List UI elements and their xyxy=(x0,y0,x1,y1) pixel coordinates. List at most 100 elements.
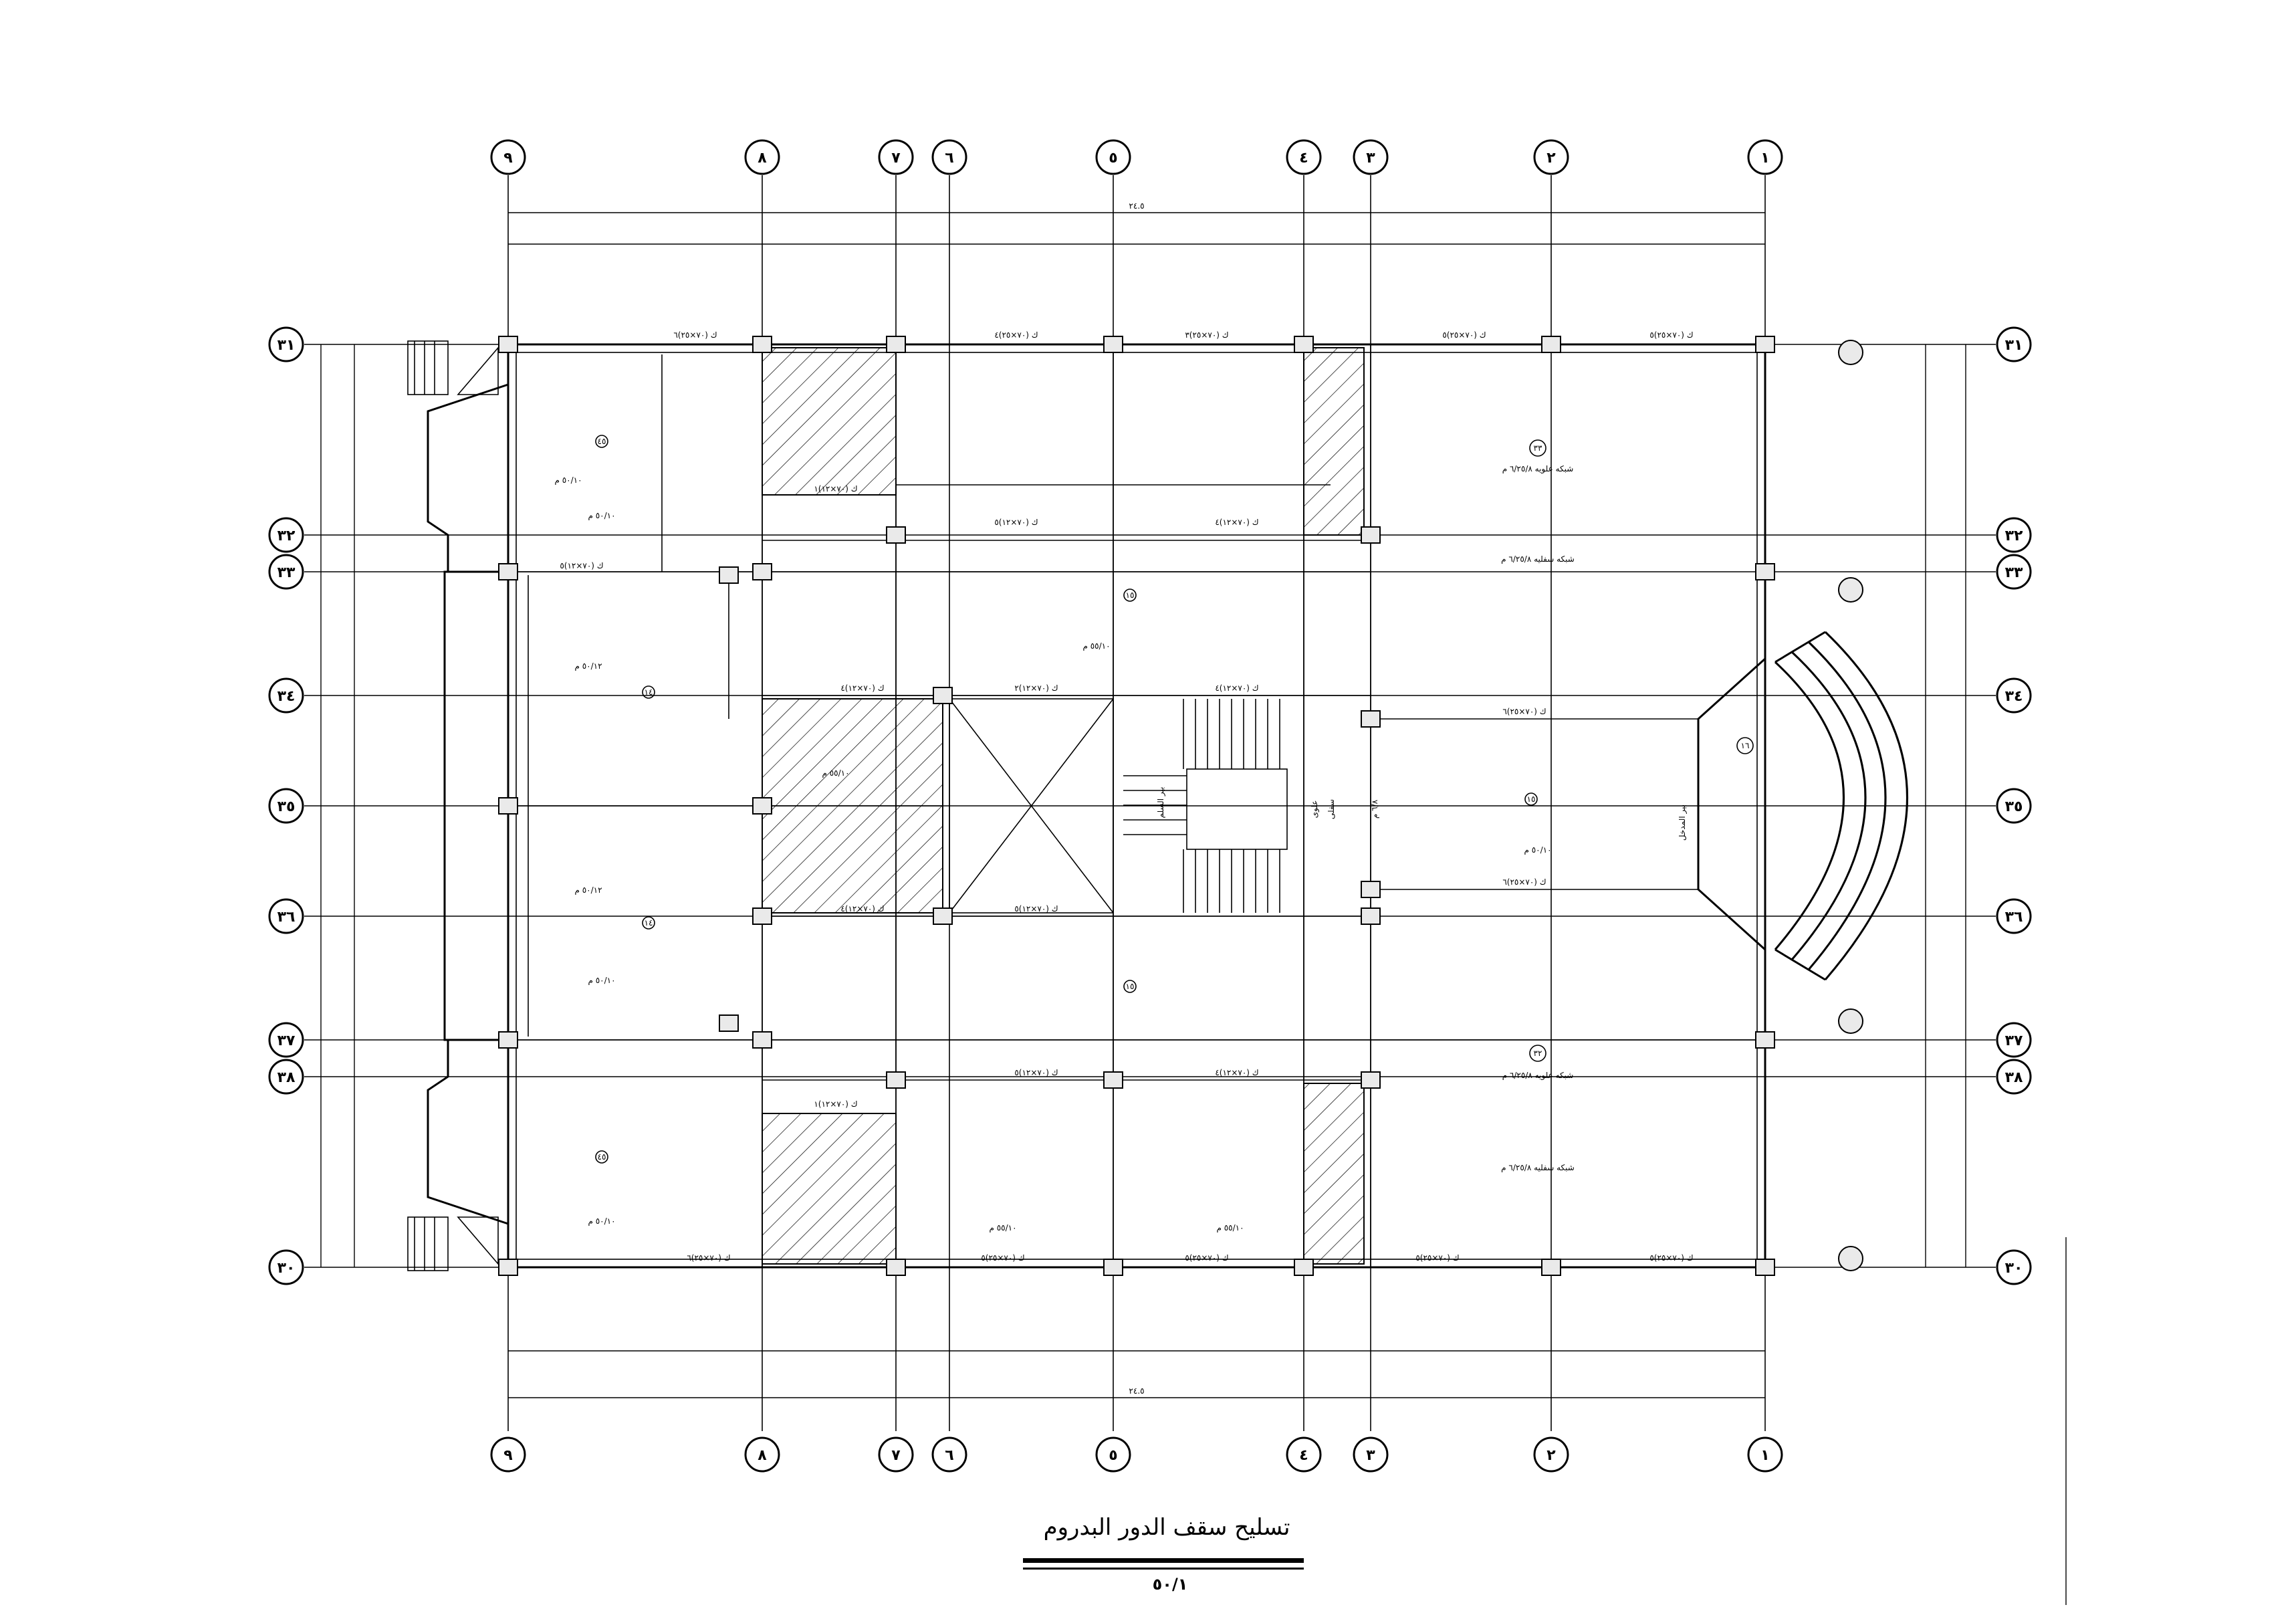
beam-label: ك (٧٠×١٢)٢ xyxy=(1014,683,1058,693)
grid-label: ٣٠ xyxy=(2005,1260,2023,1277)
column xyxy=(1755,1031,1775,1049)
grid-bubble xyxy=(1996,1022,2032,1058)
grid-label: ٧ xyxy=(891,150,901,167)
dimension-lines: ٢٤.٥ ٢٤.٥ xyxy=(320,201,1966,1398)
beam-label: ك (٧٠×١٢)٥ xyxy=(1014,1068,1058,1077)
beam-label: ك (٧٠×١٢)٤ xyxy=(1215,1068,1258,1077)
grid-label: ٤ xyxy=(1299,150,1308,167)
grid-bubble xyxy=(1353,139,1389,175)
hatched-areas xyxy=(762,347,1365,1265)
drawing-title: تسليح سقف الدور البدروم xyxy=(1043,1514,1290,1541)
panel-mark: ١٥ xyxy=(1527,794,1536,804)
panel-mark: ١٥ xyxy=(1126,591,1135,600)
column xyxy=(1361,710,1381,728)
grid-label: ٣٢ xyxy=(2005,528,2023,544)
beam-label: ك (٧٠×٢٥)٥ xyxy=(981,1253,1024,1263)
grid-label: ٢ xyxy=(1546,1447,1556,1464)
column xyxy=(886,526,906,544)
column xyxy=(752,907,772,925)
slab-notes: شبكه علويه ٦/٢٥/٨ م شبكه سفليه ٦/٢٥/٨ م … xyxy=(554,464,1688,1232)
grid-bubble xyxy=(1996,517,2032,553)
grid-bubble xyxy=(268,517,304,553)
panel-mark: ١٤ xyxy=(645,918,653,928)
column xyxy=(719,566,739,584)
overall-dim-top: ٢٤.٥ xyxy=(1129,201,1144,211)
rebar-note: ٥٥/١٠ م xyxy=(822,768,849,778)
panel-mark: ٤٥ xyxy=(598,1152,606,1162)
grid-label: ٦ xyxy=(945,1447,953,1464)
rebar-note: ٥٠/١٢ م xyxy=(574,661,602,671)
grid-label: ٣٥ xyxy=(2005,798,2023,815)
beam-label: ك (٧٠×٢٥)٦ xyxy=(673,330,717,340)
grid-bubble xyxy=(268,1249,304,1285)
rebar-note: ٥٠/١٢ م xyxy=(574,885,602,895)
grid-bubble xyxy=(878,139,914,175)
grid-bubble xyxy=(1533,139,1569,175)
grid-label: ٣٧ xyxy=(2005,1033,2023,1049)
grid-label: ٣٢ xyxy=(277,528,296,544)
beam-label: ك (٧٠×١٢)٤ xyxy=(840,904,884,914)
mesh-top-note: شبكه علويه ٦/٢٥/٨ م xyxy=(1502,1071,1574,1081)
column xyxy=(498,1031,518,1049)
grid-label: ٣٧ xyxy=(277,1033,296,1049)
mesh-top-note: شبكه علويه ٦/٢٥/٨ م xyxy=(1502,464,1574,474)
grid-bubble xyxy=(1996,1249,2032,1285)
column xyxy=(752,336,772,353)
grid-bubble xyxy=(268,898,304,934)
panel-marks: ٤٥ ٣٣ ٣٢ ١٥ ١٤ ١٤ ١٥ ٤٥ ١٦ ١٥ xyxy=(595,435,1754,1164)
grid-label: ٢ xyxy=(1546,150,1556,167)
title-underline-thick xyxy=(1023,1558,1304,1563)
grid-bubble xyxy=(1996,677,2032,714)
grid-bubble xyxy=(1095,1436,1131,1473)
grid-label: ٣٣ xyxy=(277,564,296,581)
grid-label: ٨ xyxy=(758,150,767,167)
column xyxy=(933,687,953,704)
grid-label: ٦ xyxy=(945,150,953,167)
column xyxy=(719,1014,739,1032)
grid-bubble xyxy=(1996,326,2032,362)
entrance-note: بير المدخل xyxy=(1678,804,1688,841)
column xyxy=(886,1071,906,1089)
grid-bubble xyxy=(931,139,967,175)
panel-mark: ٣٢ xyxy=(1534,1049,1542,1058)
grid-bubble xyxy=(1353,1436,1389,1473)
column xyxy=(1755,336,1775,353)
grid-label: ٧ xyxy=(891,1447,901,1464)
column xyxy=(933,907,953,925)
grid-bubble xyxy=(490,1436,526,1473)
column xyxy=(886,1259,906,1276)
grid-bubble xyxy=(268,326,304,362)
grid-bubble xyxy=(490,139,526,175)
grid-bubble xyxy=(744,139,780,175)
grid-label: ٣٦ xyxy=(277,909,296,926)
beam-label: ك (٧٠×١٢)٥ xyxy=(994,518,1038,527)
grid-bubble xyxy=(1996,898,2032,934)
column xyxy=(1755,1259,1775,1276)
grid-bubble xyxy=(268,1022,304,1058)
grid-bubble xyxy=(268,554,304,590)
column xyxy=(886,336,906,353)
grid-label: ٤ xyxy=(1299,1447,1308,1464)
panel-mark: ١٥ xyxy=(1126,982,1135,991)
beam-label: ك (٧٠×٢٥)٥ xyxy=(1415,1253,1459,1263)
round-columns xyxy=(1838,340,1863,1271)
column xyxy=(498,1259,518,1276)
column xyxy=(752,1031,772,1049)
grid-label: ٩ xyxy=(503,1447,512,1464)
grid-label: ٣١ xyxy=(2005,337,2023,354)
rebar-note: ٥٥/١٠ م xyxy=(989,1223,1016,1232)
column xyxy=(1361,881,1381,898)
column xyxy=(1361,907,1381,925)
grid-label: ٣٨ xyxy=(277,1069,296,1086)
panel-mark: ١٦ xyxy=(1741,741,1750,750)
mesh-bottom-note: شبكه سفليه ٦/٢٥/٨ م xyxy=(1501,554,1575,564)
rebar-note: ٥٠/١٠ م xyxy=(588,511,615,520)
panel-mark: ٣٣ xyxy=(1534,443,1542,453)
column xyxy=(752,797,772,815)
grid-bubble xyxy=(744,1436,780,1473)
column xyxy=(752,563,772,580)
grid-label: ١ xyxy=(1760,1447,1769,1464)
stair-bottom-note: سفلى xyxy=(1327,799,1336,819)
grid-label: ٨ xyxy=(758,1447,767,1464)
grid-bubble xyxy=(931,1436,967,1473)
